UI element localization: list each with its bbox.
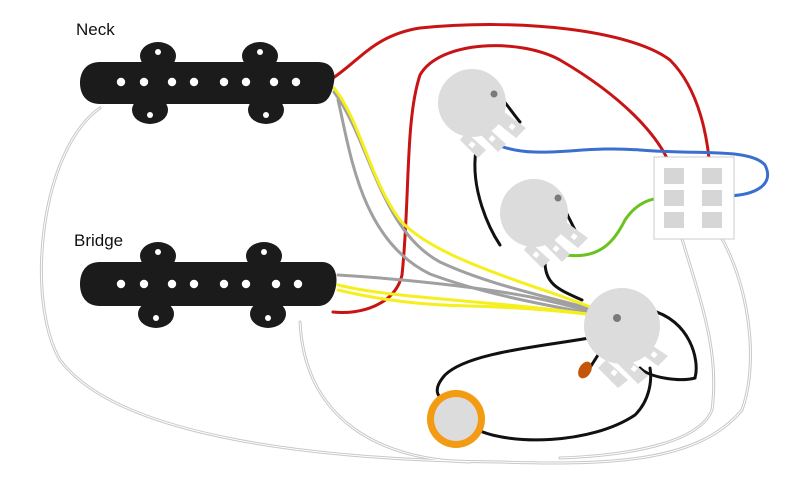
neck-pole-pieces [116, 77, 301, 87]
pole-piece [241, 279, 251, 289]
pole-piece [189, 279, 199, 289]
neck-yellow-wire [332, 86, 617, 320]
pole-piece [269, 77, 279, 87]
pole-piece [116, 279, 126, 289]
neck-screw-hole [257, 49, 263, 55]
neck-label: Neck [76, 20, 115, 39]
volume-pot-1 [438, 69, 526, 158]
pole-piece [167, 77, 177, 87]
switch-ground-wire-inner [559, 231, 715, 459]
pot-body [500, 179, 568, 247]
bridge-screw-hole [261, 249, 267, 255]
pot-lug-slot [570, 233, 578, 241]
switch-lug [664, 212, 684, 228]
volume-pot-2 [500, 179, 588, 268]
tone-loop-black-wire [638, 308, 698, 382]
neck-ground-wire-inner [40, 107, 751, 464]
pot-lug [636, 340, 668, 366]
ground-wires [39, 106, 752, 465]
neck-screw-hole [147, 112, 153, 118]
neck-gray-wire-2 [336, 98, 614, 320]
bridge-ground-wire-inner [299, 321, 471, 463]
pole-piece [241, 77, 251, 87]
capacitor [578, 361, 592, 379]
blue-wire [498, 144, 769, 198]
pot-lug-slot [630, 365, 638, 373]
neck-hot-red-wire [331, 23, 712, 172]
green-wire [558, 196, 666, 258]
pot-lug-slot [508, 123, 516, 131]
pole-piece [291, 77, 301, 87]
pole-piece [293, 279, 303, 289]
pole-piece [271, 279, 281, 289]
bridge-pickup-ear-left-bottom [138, 300, 174, 328]
bridge-pickup [80, 242, 337, 328]
bridge-screw-hole [155, 249, 161, 255]
vol1-to-vol2-black-wire [473, 148, 502, 247]
pole-piece [219, 77, 229, 87]
bridge-pickup-body [80, 262, 337, 306]
switch-lug [702, 212, 722, 228]
vol2-to-tone-black-wire [543, 260, 584, 302]
switch-lug [664, 190, 684, 206]
pot-body [438, 69, 506, 137]
pole-piece [219, 279, 229, 289]
pot-lug-slot [610, 369, 618, 377]
pot-lug-slot [532, 251, 540, 259]
selector-switch [653, 156, 735, 240]
switch-lug [664, 168, 684, 184]
bridge-label: Bridge [74, 231, 124, 250]
pot-lug-slot [468, 141, 476, 149]
output-jack [427, 390, 485, 448]
neck-screw-hole [155, 49, 161, 55]
pot-lug-slot [552, 245, 560, 253]
pot-solder-point [490, 90, 498, 98]
switch-lug [702, 168, 722, 184]
pot-solder-point [613, 314, 621, 322]
bridge-pickup-ear-right-bottom [250, 300, 286, 328]
red-wires [331, 23, 712, 315]
neck-pickup [80, 42, 335, 124]
pot-lug-slot [650, 351, 658, 359]
pot-solder-point [554, 194, 562, 202]
pole-piece [116, 77, 126, 87]
jack-to-tone-black-wire [476, 366, 653, 442]
pole-piece [189, 77, 199, 87]
pole-piece [139, 279, 149, 289]
bridge-hot-red-wire [331, 44, 674, 315]
neck-screw-hole [263, 112, 269, 118]
bridge-screw-hole [153, 315, 159, 321]
pole-piece [167, 279, 177, 289]
neck-pickup-body [80, 62, 335, 104]
bridge-pole-pieces [116, 279, 303, 289]
bridge-screw-hole [265, 315, 271, 321]
pot-lug-slot [488, 135, 496, 143]
jack-center [434, 397, 478, 441]
switch-lug [702, 190, 722, 206]
tone-pot [584, 288, 668, 388]
pole-piece [139, 77, 149, 87]
